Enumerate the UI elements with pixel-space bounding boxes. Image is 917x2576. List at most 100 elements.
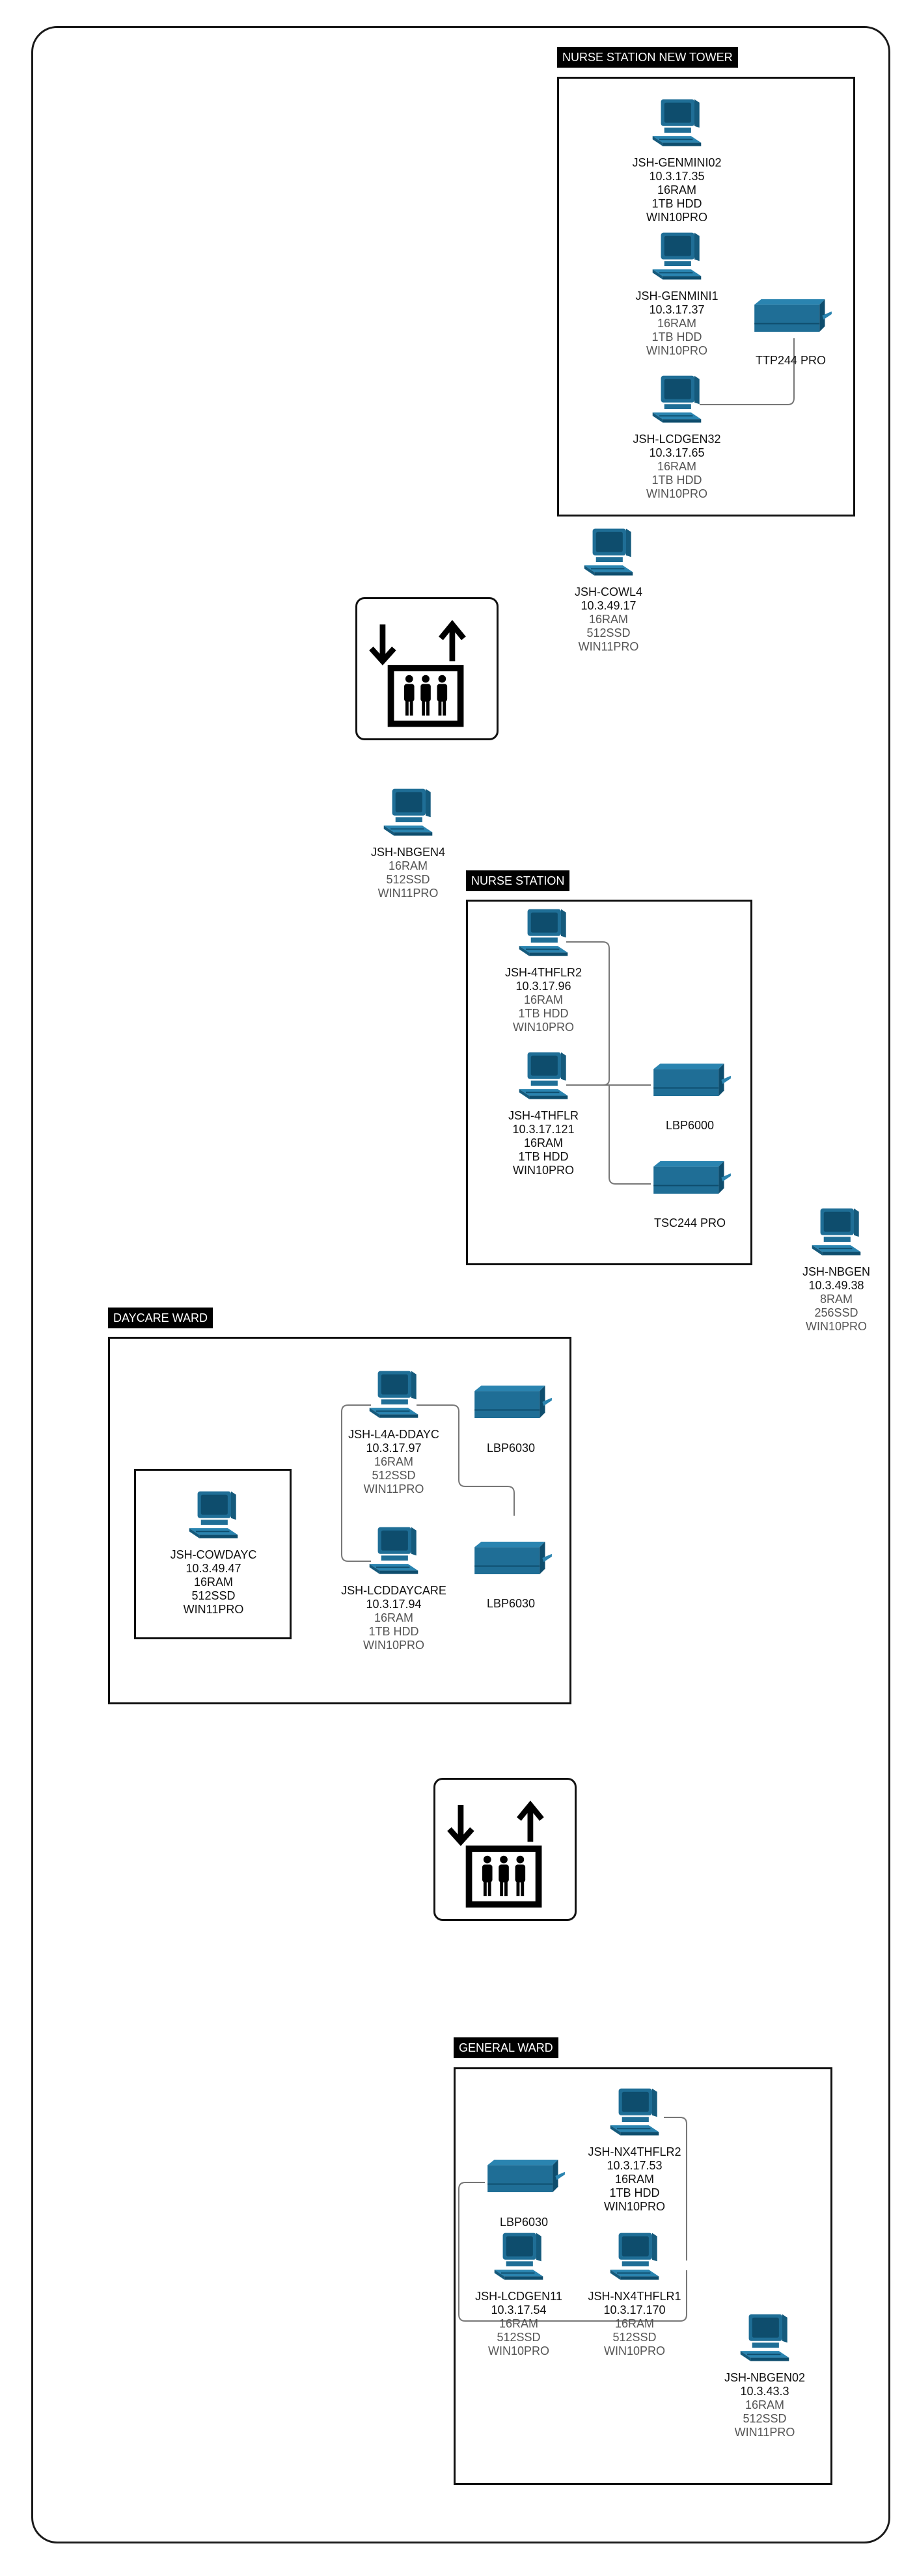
computer-jsh-nx4thflr1[interactable]: JSH-NX4THFLR1 10.3.17.170 16RAM 512SSD W…	[569, 2231, 700, 2358]
computer-os: WIN10PRO	[603, 2200, 666, 2213]
printer-lbp6030-label: LBP6030	[486, 1442, 536, 1455]
zone-general-ward	[454, 2067, 832, 2485]
computer-icon	[514, 907, 573, 966]
computer-disk: 512SSD	[743, 2412, 787, 2425]
zone-daycare-ward	[108, 1337, 571, 1704]
elevator-icon	[357, 599, 497, 738]
printer-lbp6030-label: LBP6030	[499, 2216, 549, 2229]
computer-icon	[648, 231, 706, 289]
elevator-1	[355, 597, 499, 740]
computer-ip: 10.3.49.47	[185, 1562, 241, 1575]
computer-name: JSH-4THFLR	[508, 1109, 579, 1122]
link-lcdgen11-nx4thflr1	[482, 2270, 687, 2322]
printer-ttp244-label: TTP244 PRO	[755, 354, 827, 367]
computer-ram: 16RAM	[374, 1611, 414, 1624]
computer-jsh-genmini02[interactable]: JSH-GENMINI02 10.3.17.35 16RAM 1TB HDD W…	[612, 98, 742, 224]
computer-disk: 1TB HDD	[651, 474, 702, 487]
computer-os: WIN11PRO	[377, 887, 439, 900]
computer-os: WIN11PRO	[183, 1603, 244, 1616]
computer-os: WIN10PRO	[603, 2344, 666, 2357]
zone-nurse-station	[466, 900, 752, 1265]
computer-jsh-nbgen02[interactable]: JSH-NBGEN02 10.3.43.3 16RAM 512SSD WIN11…	[703, 2313, 827, 2439]
computer-disk: 512SSD	[612, 2331, 657, 2344]
zone-label-nurse-station-new-tower: NURSE STATION NEW TOWER	[557, 47, 738, 68]
elevator-icon	[435, 1780, 575, 1919]
link-l4a-lcddaycare	[341, 1404, 371, 1562]
printer-tsc244-label: TSC244 PRO	[653, 1216, 726, 1229]
computer-os: WIN10PRO	[805, 1320, 868, 1333]
computer-os: WIN10PRO	[487, 2344, 550, 2357]
computer-ram: 16RAM	[745, 2398, 785, 2411]
computer-ram: 16RAM	[657, 183, 697, 196]
printer-lbp6000-icon	[651, 1060, 732, 1099]
computer-icon	[364, 1525, 423, 1584]
printer-lbp6030-icon	[485, 2156, 566, 2195]
computer-ram: 16RAM	[614, 2317, 655, 2330]
computer-ip: 10.3.17.54	[491, 2303, 547, 2316]
computer-os: WIN10PRO	[512, 1164, 575, 1177]
zone-daycare-cow	[134, 1469, 292, 1639]
laptop-icon	[735, 2313, 794, 2371]
laptop-icon	[379, 787, 437, 846]
printer-ttp244-icon	[752, 296, 833, 335]
computer-disk: 512SSD	[386, 873, 430, 886]
link-4thflr-tsc244	[609, 1085, 651, 1185]
computer-name: JSH-LCDGEN11	[475, 2290, 562, 2303]
computer-jsh-lcdgen11[interactable]: JSH-LCDGEN11 10.3.17.54 16RAM 512SSD WIN…	[454, 2231, 584, 2358]
zone-label-general-ward: GENERAL WARD	[454, 2037, 558, 2058]
computer-icon	[605, 2087, 664, 2145]
computer-jsh-genmini1[interactable]: JSH-GENMINI1 10.3.17.37 16RAM 1TB HDD WI…	[612, 231, 742, 358]
link-l4a-lbp6030a	[417, 1404, 515, 1516]
computer-icon	[364, 1369, 423, 1428]
computer-ip: 10.3.17.37	[649, 303, 705, 316]
computer-jsh-nbgen[interactable]: JSH-NBGEN 10.3.49.38 8RAM 256SSD WIN10PR…	[774, 1207, 898, 1334]
computer-name: JSH-NBGEN02	[724, 2371, 806, 2384]
computer-disk: 512SSD	[372, 1469, 416, 1482]
computer-icon	[648, 98, 706, 156]
computer-name: JSH-NX4THFLR1	[588, 2290, 681, 2303]
computer-name: JSH-NX4THFLR2	[588, 2145, 681, 2158]
computer-ram: 16RAM	[588, 613, 629, 626]
computer-ip: 10.3.17.96	[515, 980, 571, 993]
computer-jsh-4thflr2[interactable]: JSH-4THFLR2 10.3.17.96 16RAM 1TB HDD WIN…	[478, 907, 609, 1034]
computer-os: WIN10PRO	[512, 1021, 575, 1034]
computer-disk: 512SSD	[191, 1589, 236, 1602]
computer-ip: 10.3.17.170	[603, 2303, 666, 2316]
printer-tsc244-icon	[651, 1158, 732, 1197]
computer-ip: 10.3.49.38	[808, 1279, 864, 1292]
computer-jsh-lcddaycare[interactable]: JSH-LCDDAYCARE 10.3.17.94 16RAM 1TB HDD …	[329, 1525, 459, 1652]
computer-icon	[514, 1051, 573, 1109]
computer-os: WIN11PRO	[578, 640, 639, 653]
computer-ip: 10.3.17.97	[366, 1442, 422, 1455]
computer-ip: 10.3.43.3	[740, 2385, 789, 2398]
computer-os: WIN11PRO	[734, 2426, 795, 2439]
computer-jsh-4thflr[interactable]: JSH-4THFLR 10.3.17.121 16RAM 1TB HDD WIN…	[478, 1051, 609, 1177]
computer-disk: 1TB HDD	[609, 2186, 660, 2199]
computer-ip: 10.3.49.17	[581, 599, 636, 612]
computer-jsh-lcdgen32[interactable]: JSH-LCDGEN32 10.3.17.65 16RAM 1TB HDD WI…	[612, 374, 742, 501]
computer-icon	[184, 1490, 243, 1548]
computer-jsh-l4a-ddayc[interactable]: JSH-L4A-DDAYC 10.3.17.97 16RAM 512SSD WI…	[329, 1369, 459, 1496]
computer-icon	[579, 527, 638, 585]
computer-jsh-cowl4[interactable]: JSH-COWL4 10.3.49.17 16RAM 512SSD WIN11P…	[543, 527, 674, 654]
computer-jsh-cowdayc[interactable]: JSH-COWDAYC 10.3.49.47 16RAM 512SSD WIN1…	[148, 1490, 279, 1617]
computer-disk: 1TB HDD	[651, 197, 702, 210]
computer-ram: 16RAM	[523, 1136, 564, 1149]
link-lcdgen32-ttp244	[700, 338, 795, 405]
printer-lbp6030-icon	[472, 1382, 553, 1421]
computer-disk: 1TB HDD	[651, 330, 702, 343]
diagram-frame	[31, 26, 890, 2543]
printer-lbp6030-label: LBP6030	[486, 1597, 536, 1610]
computer-ram: 16RAM	[523, 993, 564, 1006]
computer-name: JSH-NBGEN	[802, 1265, 870, 1278]
computer-disk: 1TB HDD	[518, 1007, 569, 1020]
computer-ram: 16RAM	[388, 859, 428, 872]
link-nx4thflr2-nx4thflr1	[664, 2117, 687, 2261]
computer-os: WIN10PRO	[646, 211, 708, 224]
computer-jsh-nbgen4[interactable]: JSH-NBGEN4 16RAM 512SSD WIN11PRO	[343, 787, 473, 900]
computer-jsh-nx4thflr2[interactable]: JSH-NX4THFLR2 10.3.17.53 16RAM 1TB HDD W…	[569, 2087, 700, 2214]
computer-name: JSH-GENMINI1	[635, 289, 719, 302]
printer-lbp6030-icon	[472, 1538, 553, 1577]
computer-disk: 256SSD	[814, 1306, 858, 1319]
